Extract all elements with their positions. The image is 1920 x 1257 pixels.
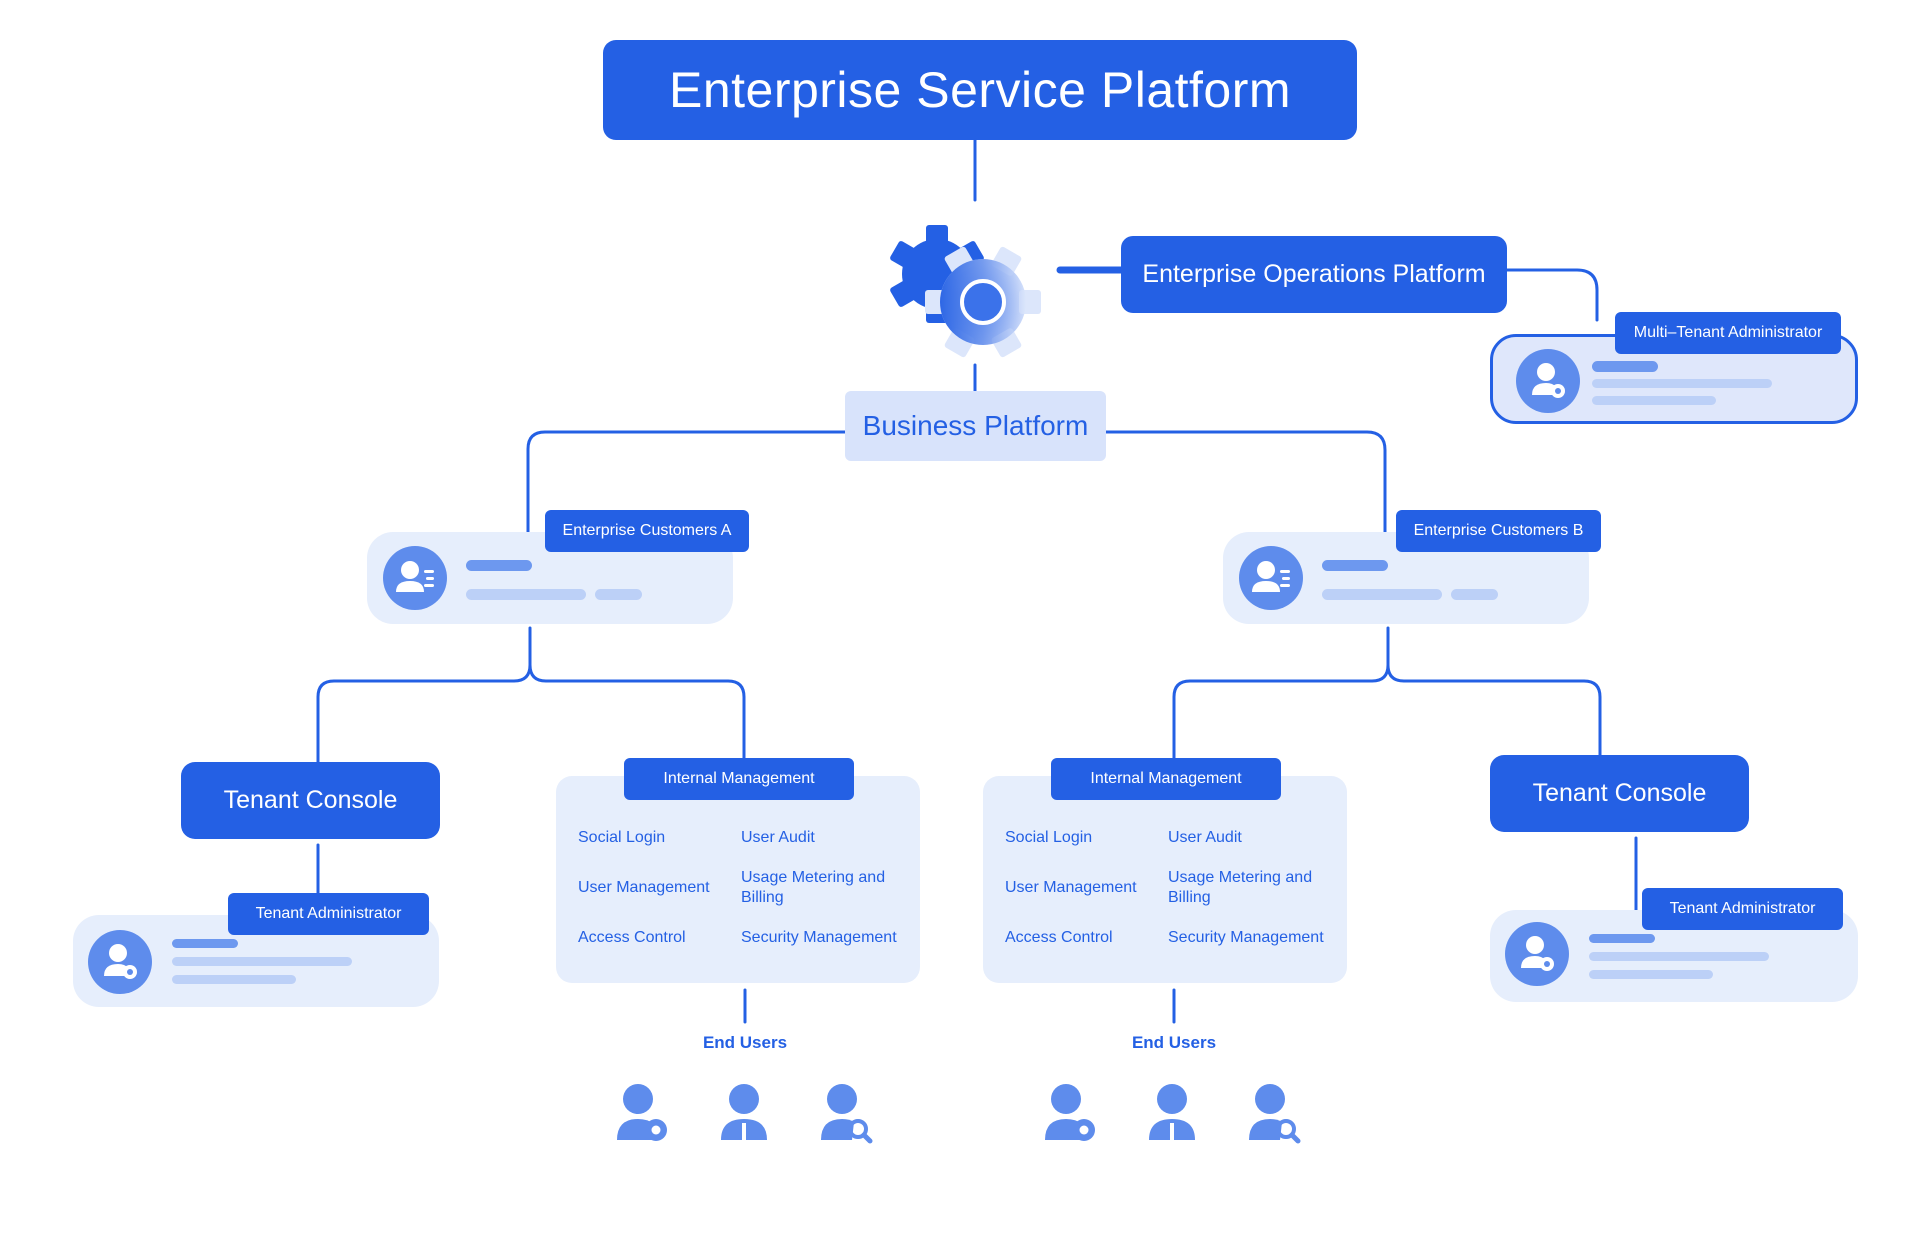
placeholder-bar [1592, 379, 1772, 388]
placeholder-bar [1589, 970, 1713, 979]
tenant-admin-tag-left: Tenant Administrator [228, 893, 429, 935]
tenant-console-left: Tenant Console [181, 762, 440, 839]
user-gear-icon [1042, 1080, 1098, 1149]
connector-business-customers-b [1104, 430, 1387, 537]
placeholder-bar [172, 939, 238, 948]
internal-management-panel-b: Social Login User Audit User Management … [983, 776, 1347, 983]
im-item-user-audit: User Audit [741, 829, 815, 846]
tenant-admin-tag-right: Tenant Administrator [1642, 888, 1843, 930]
user-list-icon [383, 546, 447, 610]
connector-customers-a-children [316, 626, 746, 767]
customers-a-tag: Enterprise Customers A [545, 510, 749, 552]
im-item-social-login: Social Login [578, 829, 666, 846]
user-gear-icon [88, 930, 152, 994]
page-title: Enterprise Service Platform [603, 40, 1357, 140]
placeholder-bar [1322, 589, 1442, 600]
tenant-console-right: Tenant Console [1490, 755, 1749, 832]
enterprise-operations-platform: Enterprise Operations Platform [1121, 236, 1507, 313]
user-tie-icon [716, 1080, 772, 1149]
im-item-usage-metering: Usage Metering and Billing [741, 869, 886, 906]
end-users-label-b: End Users [1131, 1033, 1217, 1052]
placeholder-bar [466, 560, 532, 571]
placeholder-bar [1322, 560, 1388, 571]
im-item-user-management: User Management [1005, 879, 1137, 896]
placeholder-bar [1451, 589, 1498, 600]
placeholder-bar [595, 589, 642, 600]
im-item-security-management: Security Management [1168, 929, 1324, 946]
placeholder-bar [1589, 934, 1655, 943]
business-platform: Business Platform [845, 391, 1106, 461]
placeholder-bar [466, 589, 586, 600]
placeholder-bar [172, 957, 352, 966]
user-search-icon [1246, 1080, 1302, 1149]
gear-icon [885, 222, 1045, 362]
placeholder-bar [172, 975, 296, 984]
customers-b-tag: Enterprise Customers B [1396, 510, 1601, 552]
placeholder-bar [1589, 952, 1769, 961]
placeholder-bar [1592, 361, 1658, 372]
im-item-user-management: User Management [578, 879, 710, 896]
multi-tenant-admin-tag: Multi–Tenant Administrator [1615, 312, 1841, 354]
user-gear-icon [614, 1080, 670, 1149]
internal-management-tag-b: Internal Management [1051, 758, 1281, 800]
user-tie-icon [1144, 1080, 1200, 1149]
user-gear-icon [1505, 922, 1569, 986]
im-item-security-management: Security Management [741, 929, 897, 946]
user-search-icon [818, 1080, 874, 1149]
end-users-label-a: End Users [702, 1033, 788, 1052]
im-item-usage-metering: Usage Metering and Billing [1168, 869, 1313, 906]
placeholder-bar [1592, 396, 1716, 405]
connector-customers-b-children [1172, 626, 1602, 764]
im-item-user-audit: User Audit [1168, 829, 1242, 846]
user-gear-icon [1516, 349, 1580, 413]
connector-ops-multitenant [1505, 268, 1599, 322]
internal-management-panel-a: Social Login User Audit User Management … [556, 776, 920, 983]
user-list-icon [1239, 546, 1303, 610]
im-item-access-control: Access Control [1005, 929, 1113, 946]
im-item-social-login: Social Login [1005, 829, 1093, 846]
internal-management-tag-a: Internal Management [624, 758, 854, 800]
im-item-access-control: Access Control [578, 929, 686, 946]
